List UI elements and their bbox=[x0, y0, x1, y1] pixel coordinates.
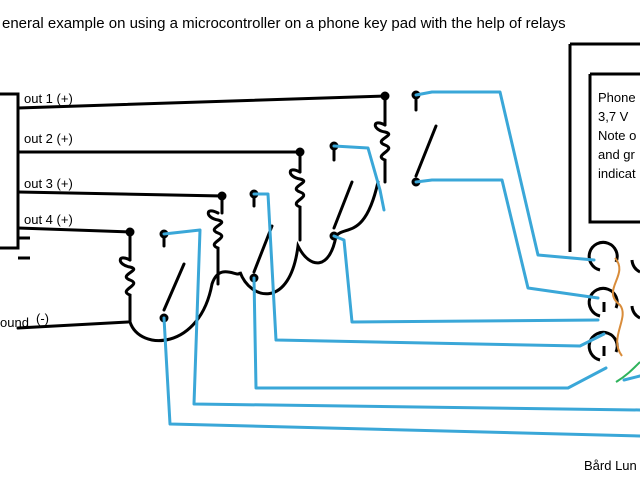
keypad-contacts bbox=[587, 240, 640, 362]
phone-box bbox=[568, 42, 640, 252]
phone-wire-5 bbox=[252, 192, 606, 348]
out-4-label: out 4 (+) bbox=[24, 212, 73, 227]
output-wires bbox=[16, 94, 387, 343]
phone-wires bbox=[162, 90, 640, 438]
out-3-label: out 3 (+) bbox=[24, 176, 73, 191]
phone-wire-2 bbox=[414, 178, 600, 300]
phone-wire-4 bbox=[332, 234, 600, 324]
phone-wire-6 bbox=[252, 276, 608, 390]
relay-3-coil bbox=[206, 209, 224, 286]
phone-note-line-1: Phone bbox=[598, 90, 636, 105]
out-2-wire bbox=[16, 150, 302, 174]
relay-1-switch bbox=[414, 124, 438, 178]
phone-note-line-3: Note o bbox=[598, 128, 636, 143]
relay-2-switch bbox=[332, 180, 354, 230]
diagram-title: eneral example on using a microcontrolle… bbox=[2, 15, 566, 32]
author-credit: Bård Lun bbox=[584, 458, 637, 473]
relay-1-coil bbox=[373, 121, 391, 184]
keypad-pad-4 bbox=[630, 259, 640, 274]
relay-4-coil bbox=[118, 256, 136, 324]
phone-wire-1 bbox=[414, 90, 596, 262]
relay-3 bbox=[206, 189, 274, 286]
out-3-wire bbox=[16, 190, 224, 215]
keypad-pad-5 bbox=[630, 305, 640, 320]
phone-note-line-2: 3,7 V bbox=[598, 109, 629, 124]
out-1-wire bbox=[16, 94, 387, 127]
phone-note-line-4: and gr bbox=[598, 147, 636, 162]
jumper-wire-orange bbox=[611, 257, 624, 357]
keypad-pad-1 bbox=[587, 240, 619, 272]
phone-wire-3 bbox=[332, 144, 386, 212]
out-4-wire bbox=[16, 226, 132, 262]
phone-wire-8 bbox=[162, 316, 640, 438]
relay-2-coil bbox=[288, 168, 306, 242]
jumper-wire-green bbox=[615, 361, 640, 383]
phone-note-line-5: indicat bbox=[598, 166, 636, 181]
ground-wire bbox=[16, 320, 130, 330]
ground-label: ound bbox=[0, 315, 29, 330]
phone-wire-9 bbox=[622, 374, 640, 382]
microcontroller-box bbox=[0, 92, 30, 260]
relay-4-switch bbox=[162, 262, 186, 312]
out-2-label: out 2 (+) bbox=[24, 131, 73, 146]
ground-sign: (-) bbox=[36, 311, 49, 326]
phone-wire-7 bbox=[162, 228, 640, 412]
keypad-pad-2 bbox=[587, 286, 619, 318]
out-1-label: out 1 (+) bbox=[24, 91, 73, 106]
